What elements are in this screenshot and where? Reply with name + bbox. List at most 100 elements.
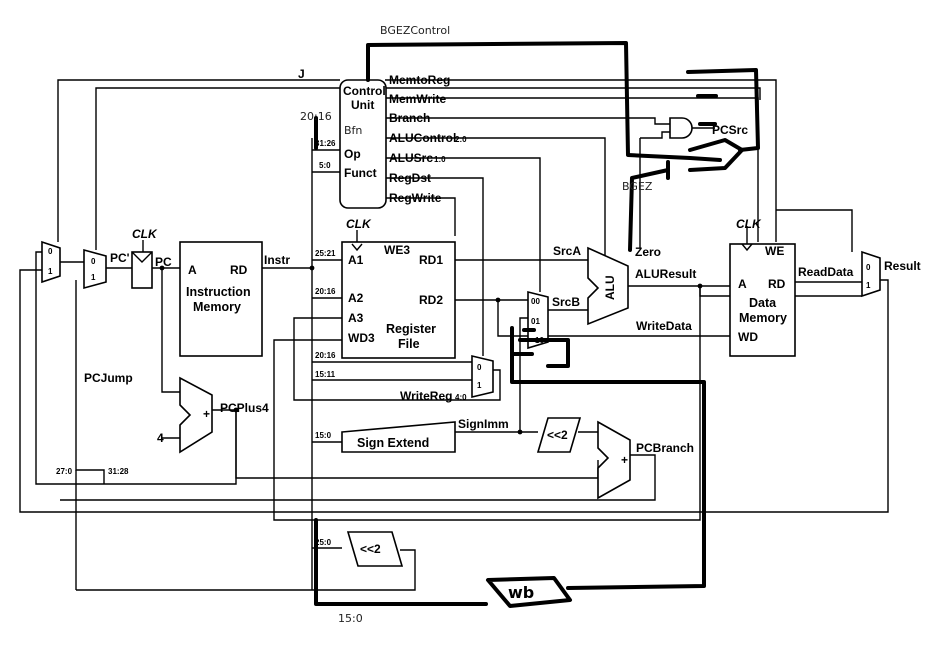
- writereg-mux: [471, 354, 494, 399]
- im-title-1: Instruction: [186, 285, 251, 299]
- a3-label: A3: [348, 311, 364, 325]
- wd3-label: WD3: [348, 331, 375, 345]
- pcbranch-adder: [597, 420, 631, 500]
- pc-jump-mux: [41, 240, 61, 284]
- alusrc-sub: 1:0: [434, 155, 446, 164]
- srcb-mux-01: 01: [531, 317, 540, 326]
- funct-label: Funct: [344, 166, 377, 180]
- bits-31-28: 31:28: [108, 467, 129, 476]
- bits-15-11: 15:11: [315, 370, 336, 379]
- dm-title-2: Memory: [739, 311, 787, 325]
- pc-register-block: [131, 251, 153, 289]
- res-mux-1: 1: [866, 281, 871, 290]
- writedata-label: WriteData: [636, 319, 692, 333]
- zero-label: Zero: [635, 245, 661, 259]
- pc-clk-label: CLK: [132, 227, 158, 241]
- bits-5-0: 5:0: [319, 161, 331, 170]
- alucontrol-sub: 2:0: [455, 135, 467, 144]
- pc-clock-triangle: [131, 251, 153, 263]
- bits-20-16: 20:16: [315, 287, 336, 296]
- writereg-sub: 4:0: [455, 393, 467, 402]
- bits-20-16-b: 20:16: [315, 351, 336, 360]
- readdata-label: ReadData: [798, 265, 854, 279]
- shift2-jump-label: <<2: [360, 542, 381, 556]
- alu-block: [587, 246, 629, 326]
- data-memory-block: [729, 243, 796, 357]
- im-rd-label: RD: [230, 263, 248, 277]
- hand-drawn-modifications: [314, 41, 760, 608]
- memwrite-label: MemWrite: [389, 92, 446, 106]
- res-mux-0: 0: [866, 263, 871, 272]
- result-mux: [861, 250, 881, 298]
- dm-clk-label: CLK: [736, 217, 762, 231]
- dm-wd-label: WD: [738, 330, 758, 344]
- dm-we-label: WE: [765, 244, 784, 258]
- instruction-memory-block: [179, 241, 263, 357]
- dm-title-1: Data: [749, 296, 777, 310]
- bits-15-0-annotation: 15:0: [338, 612, 363, 625]
- a1-label: A1: [348, 253, 364, 267]
- dm-rd-label: RD: [768, 277, 786, 291]
- bits-31-26: 31:26: [315, 139, 336, 148]
- memtoreg-label: MemtoReg: [389, 73, 450, 87]
- register-file-block: [341, 241, 456, 359]
- srcb-label: SrcB: [552, 295, 580, 309]
- and-gate: [669, 117, 693, 139]
- pcplus4-adder: [179, 376, 213, 454]
- pcjump-label: PCJump: [84, 371, 133, 385]
- sign-extend-block: [341, 421, 456, 453]
- four-label: 4: [157, 431, 164, 445]
- a2-label: A2: [348, 291, 364, 305]
- pcplus4-plus: +: [203, 407, 210, 421]
- rf-title-1: Register: [386, 322, 436, 336]
- pc-prime-label: PC': [110, 251, 130, 265]
- alusrc-label: ALUSrc: [389, 151, 433, 165]
- bgez-annotation: BGEZ: [622, 180, 653, 193]
- rf-clock-triangle: [351, 243, 363, 252]
- aluresult-label: ALUResult: [635, 267, 696, 281]
- j-label: J: [298, 67, 305, 81]
- writereg-label: WriteReg: [400, 389, 452, 403]
- pcj-mux-1: 1: [48, 267, 53, 276]
- regdst-label: RegDst: [389, 171, 431, 185]
- pcb-mux-1: 1: [91, 273, 96, 282]
- control-unit-label-2: Unit: [351, 98, 374, 112]
- shift-left-2-jump: [346, 531, 404, 567]
- junction-dots: [159, 265, 703, 435]
- shift2-branch-label: <<2: [547, 428, 568, 442]
- bits-15-0: 15:0: [315, 431, 332, 440]
- op-label: Op: [344, 147, 361, 161]
- srcb-mux-10: 10: [535, 336, 544, 345]
- bits-27-0: 27:0: [56, 467, 73, 476]
- pc-label: PC: [155, 255, 172, 269]
- im-title-2: Memory: [193, 300, 241, 314]
- bits-25-21: 25:21: [315, 249, 336, 258]
- rd1-label: RD1: [419, 253, 443, 267]
- pcbranch-label: PCBranch: [636, 441, 694, 455]
- rf-clk-label: CLK: [346, 217, 372, 231]
- pcsrc-label: PCSrc: [712, 123, 748, 137]
- bfn-annotation: Bfn: [344, 124, 362, 137]
- pcb-mux-0: 0: [91, 257, 96, 266]
- sign-extend-label: Sign Extend: [357, 436, 429, 450]
- pcplus4-label: PCPlus4: [220, 401, 269, 415]
- bits-20-16-annotation: 20:16: [300, 110, 332, 123]
- alu-label: ALU: [603, 275, 617, 300]
- instr-label: Instr: [264, 253, 290, 267]
- shift-left-2-branch: [536, 417, 582, 453]
- rd2-label: RD2: [419, 293, 443, 307]
- pcbranch-plus: +: [621, 453, 628, 467]
- signimm-label: SignImm: [458, 417, 509, 431]
- control-unit-label: Control: [343, 84, 386, 98]
- bits-25-0: 25:0: [315, 538, 332, 547]
- srcb-mux-00: 00: [531, 297, 540, 306]
- im-a-label: A: [188, 263, 197, 277]
- wr-mux-1: 1: [477, 381, 482, 390]
- srca-label: SrcA: [553, 244, 581, 258]
- dm-clock-triangle: [741, 243, 753, 252]
- result-label: Result: [884, 259, 921, 273]
- control-unit-block: [339, 79, 387, 209]
- wr-mux-0: 0: [477, 363, 482, 372]
- dm-a-label: A: [738, 277, 747, 291]
